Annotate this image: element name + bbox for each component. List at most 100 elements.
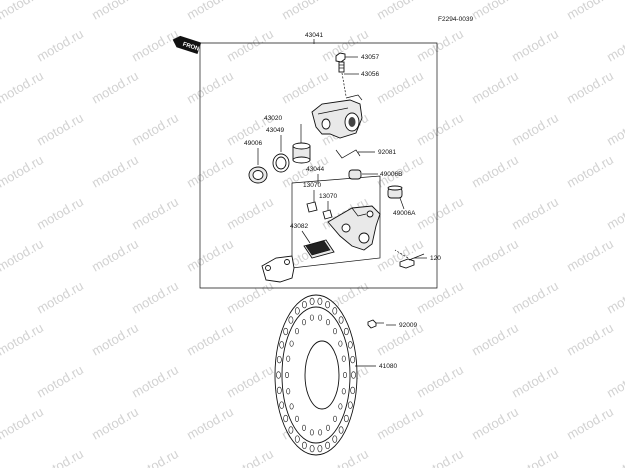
watermark-text: motod.ru <box>89 404 141 443</box>
watermark-text: motod.ru <box>0 152 46 191</box>
label-43082: 43082 <box>290 223 308 230</box>
watermark-text: motod.ru <box>34 26 86 65</box>
watermark-text: motod.ru <box>469 236 521 275</box>
label-13070-b: 13070 <box>319 193 337 200</box>
watermark-text: motod.ru <box>89 68 141 107</box>
watermark-text: motod.ru <box>0 68 46 107</box>
disc-hole <box>279 341 285 349</box>
watermark-text: motod.ru <box>604 194 625 233</box>
watermark-text: motod.ru <box>34 110 86 149</box>
watermark-text: motod.ru <box>509 26 561 65</box>
watermark-text: motod.ru <box>414 26 466 65</box>
label-43049: 43049 <box>266 127 284 134</box>
disc-vent-holes <box>276 297 356 453</box>
disc-hole <box>351 371 356 379</box>
watermark-text: motod.ru <box>224 362 276 401</box>
watermark-text: motod.ru <box>509 446 561 468</box>
disc-hole <box>276 355 282 364</box>
watermark-text: motod.ru <box>184 0 236 23</box>
piston <box>292 142 311 164</box>
watermark-text: motod.ru <box>0 0 46 23</box>
bleed-screw <box>338 61 359 75</box>
watermark-text: motod.ru <box>374 236 426 275</box>
watermark-text: motod.ru <box>129 446 181 468</box>
pad-clip-b <box>322 209 333 220</box>
dust-seal-inner <box>252 170 264 180</box>
disc-hole <box>301 319 306 326</box>
disc-hole <box>338 426 344 434</box>
label-43041: 43041 <box>305 32 323 39</box>
brake-disc <box>274 294 358 456</box>
watermark-text: motod.ru <box>224 278 276 317</box>
watermark-text: motod.ru <box>509 362 561 401</box>
leader-43082 <box>301 230 311 244</box>
watermark-text: motod.ru <box>34 362 86 401</box>
label-92009: 92009 <box>399 322 417 329</box>
watermark-text: motod.ru <box>509 194 561 233</box>
bleed-axis <box>341 72 347 97</box>
label-41080: 41080 <box>379 363 397 370</box>
disc-hole <box>350 386 356 395</box>
disc-hole <box>289 340 294 347</box>
drawing-code: F2294-0039 <box>438 16 473 23</box>
watermark-text: motod.ru <box>89 236 141 275</box>
watermark-text: motod.ru <box>469 68 521 107</box>
watermark-text: motod.ru <box>184 236 236 275</box>
pad-shim <box>261 255 295 283</box>
watermark-text: motod.ru <box>509 110 561 149</box>
disc-hole <box>283 414 289 423</box>
watermark-text: motod.ru <box>184 68 236 107</box>
watermark-text: motod.ru <box>184 320 236 359</box>
label-43057: 43057 <box>361 54 379 61</box>
disc-hole <box>347 401 353 409</box>
disc-hole <box>309 297 315 306</box>
watermark-text: motod.ru <box>279 0 331 23</box>
disc-hole <box>318 429 323 436</box>
disc-hole <box>338 403 343 410</box>
label-49006A: 49006A <box>393 210 416 217</box>
watermark-text: motod.ru <box>184 152 236 191</box>
boot-a <box>387 185 405 210</box>
watermark-text: motod.ru <box>224 446 276 468</box>
brake-pad <box>303 239 335 259</box>
watermark-text: motod.ru <box>604 446 625 468</box>
watermark-text: motod.ru <box>414 362 466 401</box>
disc-hole <box>332 415 337 422</box>
bleed-cap <box>335 52 358 63</box>
disc-hole <box>317 297 323 306</box>
disc-screw <box>367 319 396 329</box>
disc-hole <box>288 316 294 324</box>
watermark-text: motod.ru <box>604 26 625 65</box>
disc-hole <box>325 441 330 450</box>
watermark-text: motod.ru <box>374 68 426 107</box>
watermark-text: motod.ru <box>129 362 181 401</box>
disc-hole <box>286 388 291 395</box>
watermark-text: motod.ru <box>34 446 86 468</box>
watermark-text: motod.ru <box>604 278 625 317</box>
disc-hole <box>341 388 346 395</box>
disc-hole <box>283 327 289 336</box>
pad-spring <box>335 149 375 159</box>
watermark-text: motod.ru <box>564 320 616 359</box>
caliper-bracket <box>327 205 381 251</box>
assembly-box <box>199 42 438 289</box>
disc-hole <box>318 314 323 321</box>
watermark-text: motod.ru <box>89 152 141 191</box>
disc-hole <box>276 371 281 379</box>
disc-hole <box>286 355 291 362</box>
watermark-text: motod.ru <box>564 0 616 23</box>
disc-hole <box>294 328 299 335</box>
watermark-text: motod.ru <box>0 320 46 359</box>
label-92081: 92081 <box>378 149 396 156</box>
watermark-text: motod.ru <box>374 0 426 23</box>
watermark-text: motod.ru <box>414 194 466 233</box>
watermark-text: motod.ru <box>89 0 141 23</box>
disc-hole <box>325 319 330 326</box>
watermark-text: motod.ru <box>509 278 561 317</box>
disc-hole <box>350 355 356 364</box>
disc-hole <box>288 426 294 434</box>
disc-hole <box>279 401 285 409</box>
disc-hole <box>294 415 299 422</box>
watermark-text: motod.ru <box>224 26 276 65</box>
